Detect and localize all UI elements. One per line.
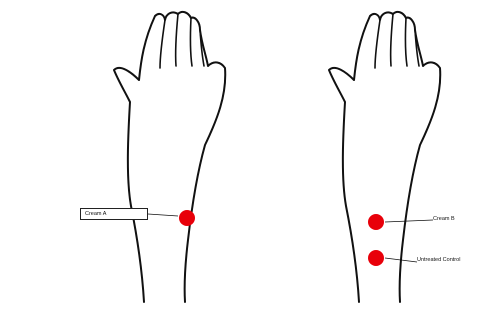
left-arm-outline xyxy=(114,12,225,302)
untreated-control-label: Untreated Control xyxy=(417,255,460,265)
cream-a-leader-line xyxy=(148,214,178,216)
cream-b-marker xyxy=(368,214,384,230)
untreated-marker xyxy=(368,250,384,266)
cream-a-marker xyxy=(179,210,195,226)
cream-a-label: Cream A xyxy=(80,208,148,220)
left-arm xyxy=(114,12,225,302)
cream-b-label: Cream B xyxy=(433,214,455,224)
cream-b-leader-line xyxy=(385,220,433,222)
